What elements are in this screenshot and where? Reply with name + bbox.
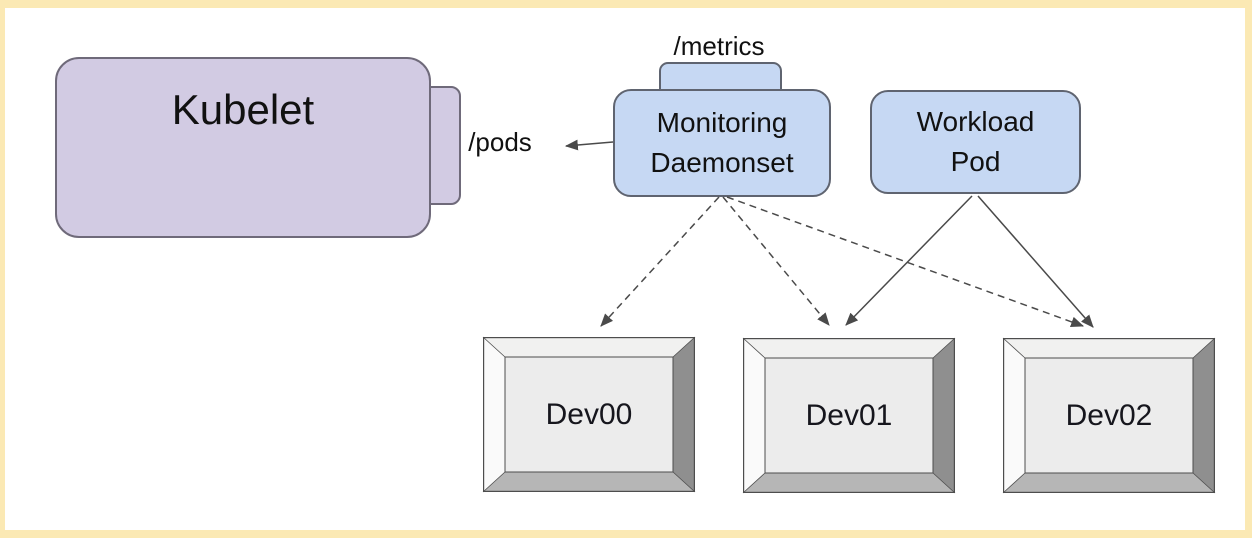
metrics-endpoint-label: /metrics: [673, 31, 765, 61]
workload-pod-node: Workload Pod: [870, 90, 1081, 194]
kubelet-label: Kubelet: [171, 86, 315, 133]
edge-monitoring-to-dev01: [722, 196, 830, 326]
kubelet-node: Kubelet: [55, 57, 431, 238]
edge-monitoring-to-pods: [564, 139, 614, 151]
dev01-label: Dev01: [805, 398, 893, 432]
edge-workload-to-dev02: [977, 195, 1094, 328]
edge-monitoring-to-dev00: [600, 196, 720, 327]
pods-endpoint-label: /pods: [468, 127, 532, 157]
monitoring-daemonset-node: Monitoring Daemonset: [613, 89, 831, 197]
dev00-label: Dev00: [545, 397, 633, 431]
edge-workload-to-dev01: [845, 195, 973, 326]
dev02-label: Dev02: [1065, 398, 1153, 432]
edge-monitoring-to-dev02: [726, 196, 1085, 328]
monitoring-daemonset-label: Monitoring Daemonset: [650, 107, 794, 178]
workload-pod-label: Workload Pod: [916, 106, 1035, 177]
